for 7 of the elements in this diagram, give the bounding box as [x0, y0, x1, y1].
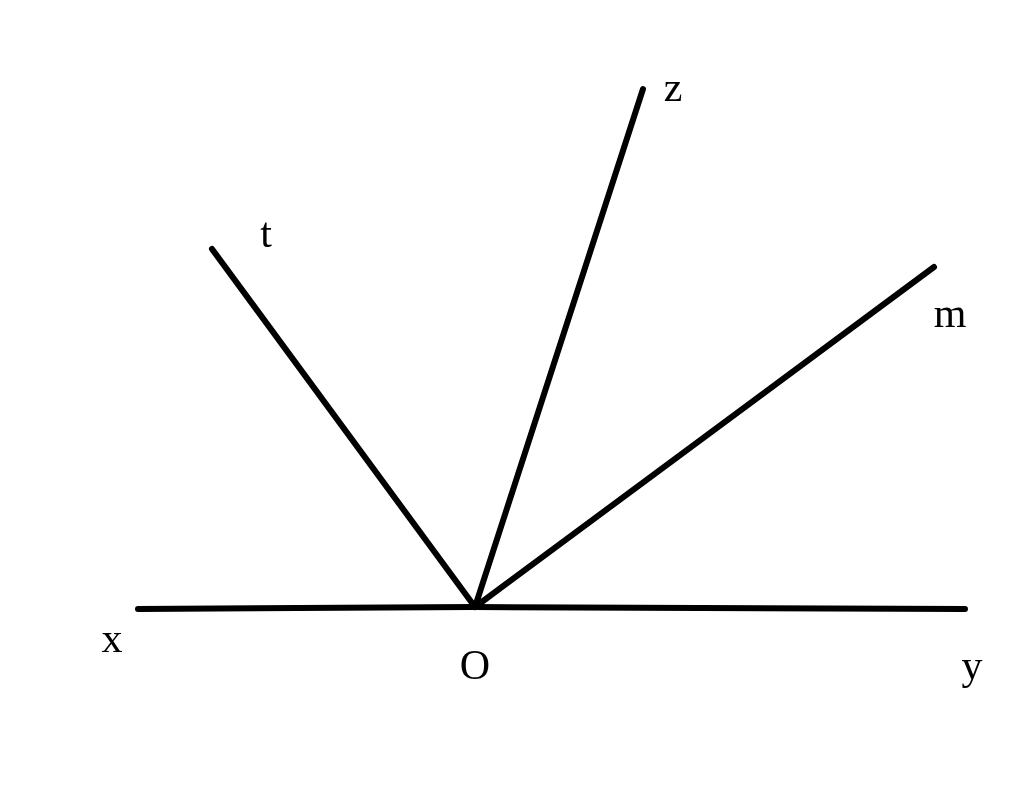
point-label: z — [663, 66, 683, 108]
point-label: x — [101, 617, 123, 659]
point-label: y — [961, 644, 983, 686]
ray-line — [472, 264, 937, 610]
point-label: t — [260, 212, 272, 254]
point-label: m — [933, 292, 967, 334]
point-label: O — [459, 644, 491, 686]
